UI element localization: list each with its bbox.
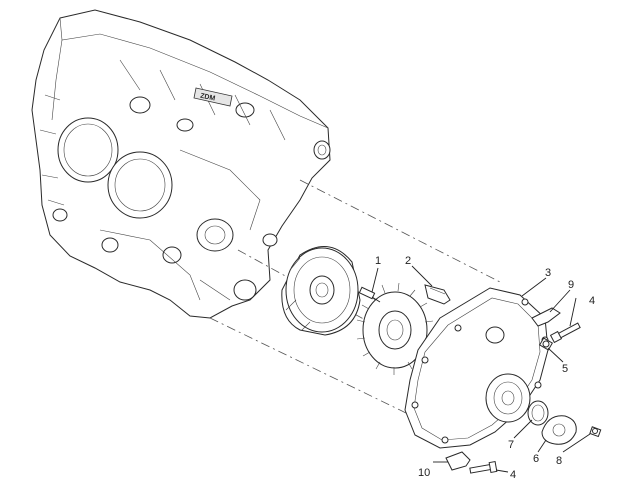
callout-5: 5: [562, 363, 568, 375]
o-ring-part-7: [527, 400, 549, 426]
engine-crankcase: ZDM: [31, 9, 331, 319]
screw-part-1: [358, 286, 381, 303]
callout-7: 7: [508, 439, 514, 451]
callout-1: 1: [375, 255, 381, 267]
callout-3: 3: [545, 267, 551, 279]
callout-9: 9: [568, 279, 574, 291]
generator-cover-part-3: [404, 287, 549, 449]
callout-10: 10: [418, 467, 430, 479]
flywheel-rotor: [281, 246, 361, 336]
screw-part-4-upper: [549, 322, 581, 344]
engine-marking: ZDM: [199, 93, 215, 103]
callout-2: 2: [405, 255, 411, 267]
callout-6: 6: [533, 453, 539, 465]
callout-4b: 4: [510, 469, 516, 481]
callout-labels: 1 2 3 4 5 6 7 8 9 10 4: [375, 255, 595, 481]
cable-clamp-part-2: [424, 284, 451, 305]
screw-part-5: [538, 337, 554, 351]
bracket-part-9: [531, 307, 561, 327]
callout-8: 8: [556, 455, 562, 467]
stator: [356, 282, 434, 375]
screw-part-8: [589, 426, 602, 438]
screw-part-4-lower: [469, 460, 498, 474]
callout-leaders: [371, 265, 591, 473]
clip-part-10: [445, 451, 471, 471]
flange-cap-part-6: [541, 415, 577, 445]
callout-4a: 4: [589, 295, 595, 307]
